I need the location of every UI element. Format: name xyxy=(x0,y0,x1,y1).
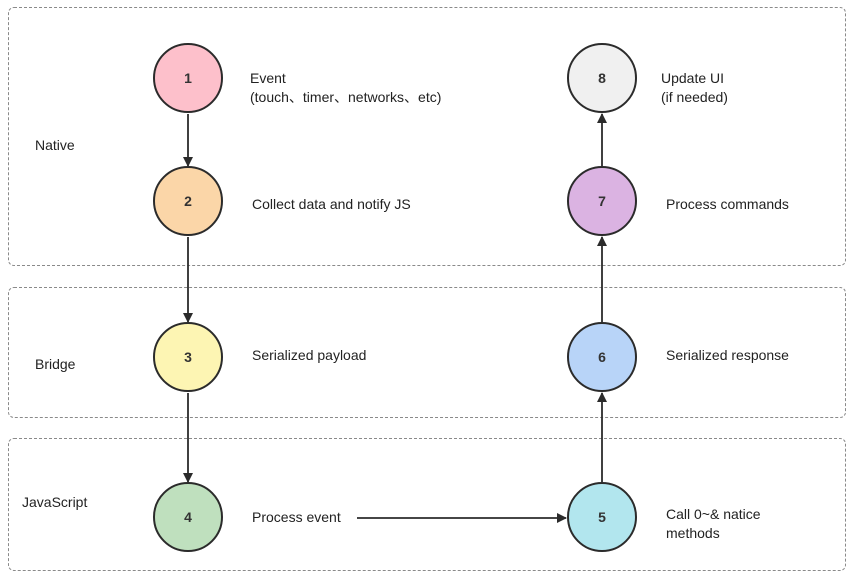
step-8-label-line1: Update UI xyxy=(661,70,725,86)
step-2-label: Collect data and notify JS xyxy=(252,195,411,214)
step-7-label: Process commands xyxy=(666,195,789,214)
step-8-label-line2: (if needed) xyxy=(661,89,728,105)
step-5-label: Call 0~& natice methods xyxy=(666,505,761,543)
step-2-number: 2 xyxy=(184,193,192,209)
step-1-label-line2: (touch、timer、networks、etc) xyxy=(250,89,442,105)
step-4-label: Process event xyxy=(252,508,341,527)
lane-bridge xyxy=(8,287,846,418)
step-5-label-line1: Call 0~& natice xyxy=(666,506,761,522)
step-3-number: 3 xyxy=(184,349,192,365)
step-6-node: 6 xyxy=(567,322,637,392)
step-1-number: 1 xyxy=(184,70,192,86)
step-7-number: 7 xyxy=(598,193,606,209)
step-4-label-line1: Process event xyxy=(252,509,341,525)
step-6-number: 6 xyxy=(598,349,606,365)
step-1-label: Event (touch、timer、networks、etc) xyxy=(250,69,441,107)
step-2-label-line1: Collect data and notify JS xyxy=(252,196,411,212)
step-3-label-line1: Serialized payload xyxy=(252,347,367,363)
lane-javascript xyxy=(8,438,846,571)
step-8-node: 8 xyxy=(567,43,637,113)
step-1-label-line1: Event xyxy=(250,70,286,86)
step-6-label-line1: Serialized response xyxy=(666,347,789,363)
step-5-number: 5 xyxy=(598,509,606,525)
step-2-node: 2 xyxy=(153,166,223,236)
lane-native xyxy=(8,7,846,266)
step-4-number: 4 xyxy=(184,509,192,525)
step-5-node: 5 xyxy=(567,482,637,552)
step-3-node: 3 xyxy=(153,322,223,392)
step-4-node: 4 xyxy=(153,482,223,552)
step-7-label-line1: Process commands xyxy=(666,196,789,212)
step-1-node: 1 xyxy=(153,43,223,113)
step-5-label-line2: methods xyxy=(666,525,720,541)
step-8-label: Update UI (if needed) xyxy=(661,69,728,107)
step-6-label: Serialized response xyxy=(666,346,789,365)
lane-label-bridge: Bridge xyxy=(35,356,76,372)
step-3-label: Serialized payload xyxy=(252,346,366,365)
step-8-number: 8 xyxy=(598,70,606,86)
lane-label-javascript: JavaScript xyxy=(22,494,88,510)
lane-label-native: Native xyxy=(35,137,75,153)
step-7-node: 7 xyxy=(567,166,637,236)
